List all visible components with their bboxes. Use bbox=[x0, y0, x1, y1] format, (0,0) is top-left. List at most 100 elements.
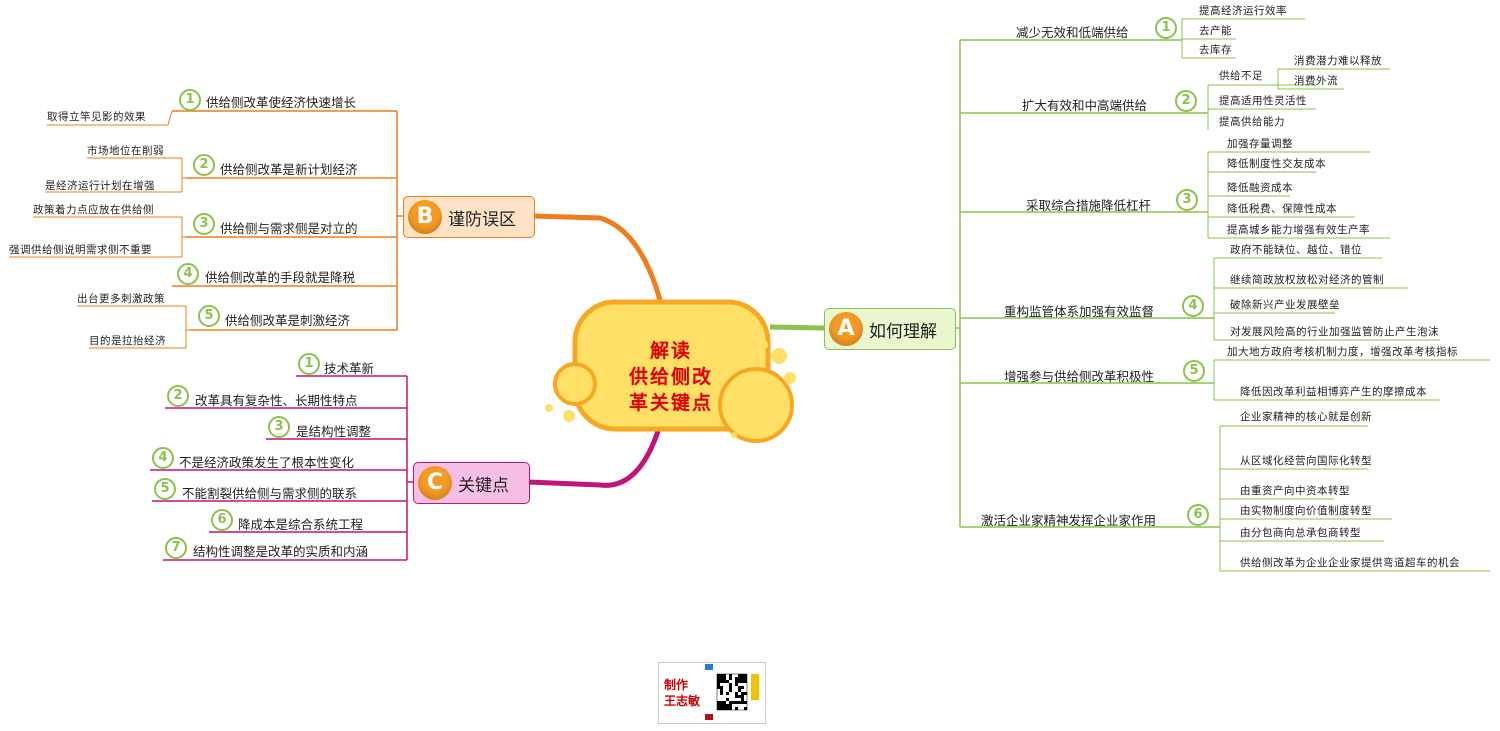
a4-child-4[interactable]: 对发展风险高的行业加强监管防止产生泡沫 bbox=[1230, 326, 1439, 338]
c3-label[interactable]: 是结构性调整 bbox=[296, 424, 372, 439]
qr-cell bbox=[735, 680, 738, 683]
qr-cell bbox=[735, 707, 738, 710]
qr-cell bbox=[729, 707, 732, 710]
branch-c-label: 关键点 bbox=[458, 475, 509, 496]
a3-child-2[interactable]: 降低制度性交友成本 bbox=[1227, 158, 1326, 170]
a3-label[interactable]: 采取综合措施降低杠杆 bbox=[1026, 198, 1152, 213]
c6-label[interactable]: 降成本是综合系统工程 bbox=[238, 517, 364, 532]
b5-label[interactable]: 供给侧改革是刺激经济 bbox=[225, 313, 351, 328]
c1-label[interactable]: 技术革新 bbox=[324, 361, 375, 376]
b2-child-1[interactable]: 市场地位在削弱 bbox=[87, 145, 164, 157]
qr-cell bbox=[717, 677, 720, 680]
a6-child-2[interactable]: 从区域化经营向国际化转型 bbox=[1240, 455, 1372, 467]
qr-cell bbox=[720, 707, 723, 710]
qr-cell bbox=[726, 680, 729, 683]
b3-child-2[interactable]: 强调供给侧说明需求侧不重要 bbox=[9, 244, 152, 256]
qr-cell bbox=[735, 701, 738, 704]
a5-child-1[interactable]: 加大地方政府考核机制力度，增强改革考核指标 bbox=[1227, 346, 1458, 358]
a1-label[interactable]: 减少无效和低端供给 bbox=[1016, 25, 1129, 40]
a4-label[interactable]: 重构监管体系加强有效监督 bbox=[1004, 304, 1155, 319]
b5-child-1[interactable]: 出台更多刺激政策 bbox=[77, 293, 165, 305]
central-topic[interactable]: 解读 供给侧改 革关键点 bbox=[586, 338, 756, 416]
a6-child-6[interactable]: 供给侧改革为企业企业家提供弯道超车的机会 bbox=[1240, 557, 1460, 569]
qr-cell bbox=[738, 680, 741, 683]
qr-cell bbox=[723, 674, 726, 677]
a4-child-2[interactable]: 继续简政放权放松对经济的管制 bbox=[1230, 274, 1384, 286]
b5-child-2[interactable]: 目的是拉抬经济 bbox=[89, 335, 166, 347]
a5-number-icon: 5 bbox=[1183, 360, 1205, 382]
b4-number-icon: 4 bbox=[177, 263, 199, 285]
a2-gap-spine bbox=[1273, 68, 1279, 89]
a4-child-1[interactable]: 政府不能缺位、越位、错位 bbox=[1230, 244, 1362, 256]
a2-child-2[interactable]: 提高供给能力 bbox=[1219, 116, 1285, 128]
central-bubble-dot-1 bbox=[771, 348, 787, 364]
a2-supply-gap-child-1[interactable]: 消费潜力难以释放 bbox=[1294, 55, 1382, 67]
a3-child-3[interactable]: 降低融资成本 bbox=[1227, 182, 1293, 194]
a2-label[interactable]: 扩大有效和中高端供给 bbox=[1022, 98, 1148, 113]
qr-cell bbox=[732, 701, 735, 704]
qr-cell bbox=[744, 692, 747, 695]
branch-c-badge-icon: C bbox=[418, 466, 452, 500]
a2-supply-gap[interactable]: 供给不足 bbox=[1219, 70, 1263, 82]
a3-child-5[interactable]: 提高城乡能力增强有效生产率 bbox=[1227, 224, 1370, 236]
qr-cell bbox=[741, 695, 744, 698]
qr-cell bbox=[744, 677, 747, 680]
credit-author: 制作 王志敏 bbox=[664, 677, 700, 709]
a2-supply-gap-child-2[interactable]: 消费外流 bbox=[1294, 75, 1338, 87]
a1-child-2[interactable]: 去产能 bbox=[1199, 25, 1232, 37]
c7-label[interactable]: 结构性调整是改革的实质和内涵 bbox=[193, 544, 369, 559]
b3-child-1[interactable]: 政策着力点应放在供给侧 bbox=[33, 204, 154, 216]
a2-child-1[interactable]: 提高适用性灵活性 bbox=[1219, 95, 1307, 107]
qr-cell bbox=[741, 698, 744, 701]
b4-label[interactable]: 供给侧改革的手段就是降税 bbox=[205, 270, 356, 285]
branch-a-node[interactable]: A 如何理解 bbox=[824, 308, 956, 350]
qr-cell bbox=[729, 674, 732, 677]
branch-c-node[interactable]: C 关键点 bbox=[413, 462, 530, 504]
b1-child-1[interactable]: 取得立竿见影的效果 bbox=[47, 111, 146, 123]
b5-number-icon: 5 bbox=[198, 305, 220, 327]
branch-a-label: 如何理解 bbox=[869, 321, 937, 342]
qr-cell bbox=[738, 674, 741, 677]
c4-number-icon: 4 bbox=[152, 447, 174, 469]
qr-cell bbox=[735, 677, 738, 680]
qr-cell bbox=[720, 677, 723, 680]
central-bubble-dot-4 bbox=[545, 404, 553, 412]
c2-label[interactable]: 改革具有复杂性、长期性特点 bbox=[195, 393, 358, 408]
a6-label[interactable]: 激活企业家精神发挥企业家作用 bbox=[981, 513, 1157, 528]
a5-child-2[interactable]: 降低因改革利益相博弈产生的摩擦成本 bbox=[1240, 386, 1427, 398]
a3-number-icon: 3 bbox=[1176, 189, 1198, 211]
central-bubble-dot-5 bbox=[563, 410, 575, 422]
a4-number-icon: 4 bbox=[1182, 295, 1204, 317]
c4-label[interactable]: 不是经济政策发生了根本性变化 bbox=[179, 455, 355, 470]
a1-number-icon: 1 bbox=[1155, 17, 1177, 39]
a6-child-4[interactable]: 由实物制度向价值制度转型 bbox=[1240, 505, 1372, 517]
central-bubble-left bbox=[553, 362, 597, 406]
b3-label[interactable]: 供给侧与需求侧是对立的 bbox=[220, 221, 358, 236]
a3-child-4[interactable]: 降低税费、保障性成本 bbox=[1227, 203, 1337, 215]
a4-child-3[interactable]: 破除新兴产业发展壁垒 bbox=[1230, 299, 1340, 311]
qr-cell bbox=[726, 707, 729, 710]
a5-label[interactable]: 增强参与供给侧改革积极性 bbox=[1004, 369, 1155, 384]
b2-label[interactable]: 供给侧改革是新计划经济 bbox=[220, 162, 358, 177]
qr-cell bbox=[717, 707, 720, 710]
c2-number-icon: 2 bbox=[167, 385, 189, 407]
c5-label[interactable]: 不能割裂供给侧与需求侧的联系 bbox=[182, 486, 358, 501]
qr-cell bbox=[729, 689, 732, 692]
b1-label[interactable]: 供给侧改革使经济快速增长 bbox=[206, 95, 357, 110]
branch-b-node[interactable]: B 谨防误区 bbox=[403, 196, 535, 238]
qr-cell bbox=[729, 683, 732, 686]
qr-cell bbox=[744, 680, 747, 683]
qr-cell bbox=[717, 683, 720, 686]
b2-child-2[interactable]: 是经济运行计划在增强 bbox=[45, 180, 155, 192]
qr-cell bbox=[738, 695, 741, 698]
qr-cell bbox=[735, 683, 738, 686]
a1-child-3[interactable]: 去库存 bbox=[1199, 44, 1232, 56]
qr-cell bbox=[717, 686, 720, 689]
b3-number-icon: 3 bbox=[193, 213, 215, 235]
a3-child-1[interactable]: 加强存量调整 bbox=[1227, 138, 1293, 150]
a1-child-1[interactable]: 提高经济运行效率 bbox=[1199, 5, 1287, 17]
a6-child-1[interactable]: 企业家精神的核心就是创新 bbox=[1240, 411, 1372, 423]
a6-child-5[interactable]: 由分包商向总承包商转型 bbox=[1240, 527, 1361, 539]
a6-child-3[interactable]: 由重资产向中资本转型 bbox=[1240, 485, 1350, 497]
qr-cell bbox=[729, 686, 732, 689]
